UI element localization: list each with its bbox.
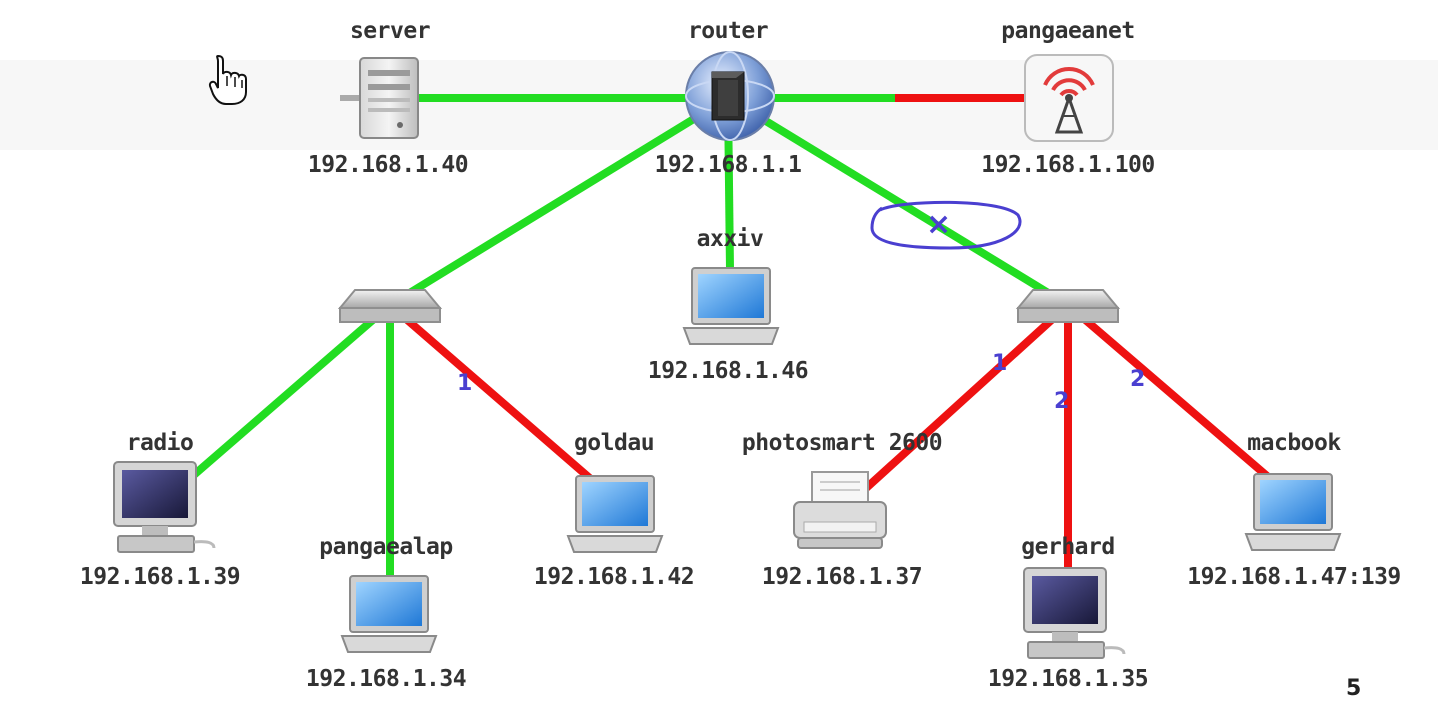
annotation-mark-macbook: 2 (1130, 367, 1145, 392)
node-label-goldau: goldau (573, 430, 655, 456)
annotation-cross: × (926, 207, 951, 242)
server-tower-icon[interactable] (340, 57, 419, 139)
link-switch-right-photosmart (839, 302, 1071, 513)
node-label-axxiv: axxiv (696, 226, 764, 252)
node-ip-axxiv: 192.168.1.46 (647, 358, 809, 384)
node-label-photosmart: photosmart 2600 (741, 430, 943, 456)
annotation-mark-gerhard: 2 (1054, 389, 1069, 414)
node-ip-gerhard: 192.168.1.35 (987, 666, 1149, 692)
node-ip-goldau: 192.168.1.42 (533, 564, 695, 590)
network-switch-icon[interactable] (1015, 289, 1121, 323)
node-ip-router: 192.168.1.1 (654, 152, 802, 178)
link-switch-right-macbook (1065, 301, 1298, 504)
node-label-macbook: macbook (1247, 430, 1341, 456)
annotation-layer (870, 200, 1022, 250)
node-label-pangaeanet: pangaeanet (1001, 18, 1135, 44)
printer-icon[interactable] (793, 471, 887, 549)
node-ip-pangaealap: 192.168.1.34 (305, 666, 467, 692)
node-label-radio: radio (126, 430, 194, 456)
node-label-pangaealap: pangaealap (319, 534, 453, 560)
network-switch-icon[interactable] (337, 289, 443, 323)
corner-page-marker: 5 (1346, 676, 1362, 701)
node-ip-photosmart: 192.168.1.37 (761, 564, 923, 590)
link-switch-left-radio (162, 301, 393, 504)
desktop-monitor-icon[interactable] (1023, 567, 1126, 659)
link-switch-left-goldau (387, 301, 618, 504)
laptop-icon[interactable] (566, 475, 664, 553)
node-ip-server: 192.168.1.40 (307, 152, 469, 178)
desktop-monitor-icon[interactable] (113, 461, 216, 553)
link-router-switch-right (725, 94, 1071, 309)
laptop-icon[interactable] (1244, 473, 1342, 551)
annotation-mark-goldau: 1 (457, 371, 472, 396)
radio-antenna-icon[interactable] (1024, 54, 1114, 142)
laptop-icon[interactable] (682, 267, 780, 345)
annotation-mark-photosmart: 1 (992, 351, 1007, 376)
node-label-gerhard: gerhard (1021, 534, 1115, 560)
link-router-switch-left (387, 94, 731, 309)
node-label-server: server (349, 18, 431, 44)
router-globe-icon[interactable] (685, 51, 775, 141)
node-ip-radio: 192.168.1.39 (79, 564, 241, 590)
annotation-marks: × 1 1 2 2 (457, 207, 1145, 414)
node-ip-macbook: 192.168.1.47:139 (1187, 564, 1401, 590)
annotation-ellipse (870, 200, 1022, 250)
node-ip-pangaeanet: 192.168.1.100 (981, 152, 1155, 178)
laptop-icon[interactable] (340, 575, 438, 653)
node-label-router: router (687, 18, 769, 44)
hand-pointer-cursor-icon (208, 54, 247, 105)
